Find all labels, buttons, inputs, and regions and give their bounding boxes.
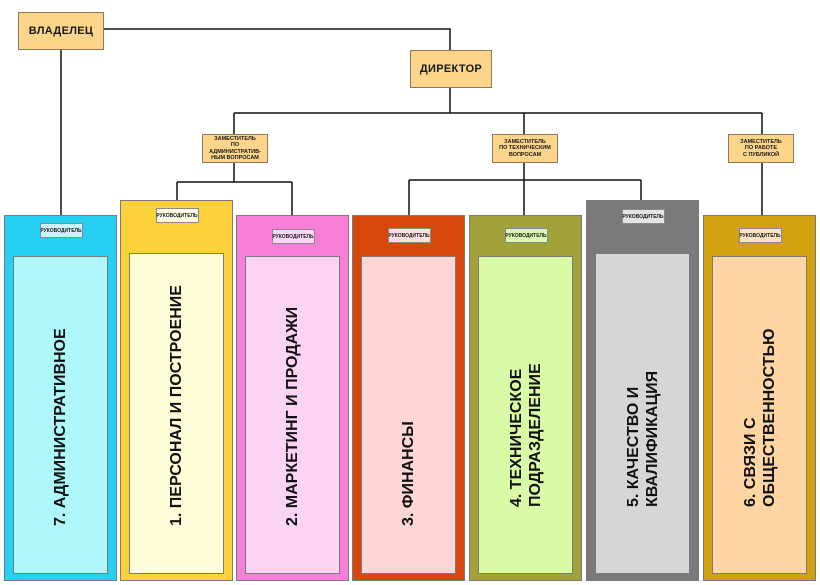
department-head-box: РУКОВОДИТЕЛЬ	[621, 209, 665, 224]
department-title-line: ОБЩЕСТВЕННОСТЬЮ	[760, 328, 778, 507]
deputy-tech-line-3: ВОПРОСАМ	[508, 151, 542, 158]
department-title: 1. ПЕРСОНАЛ И ПОСТРОЕНИЕ	[167, 285, 186, 526]
deputy-admin-line-1: ЗАМЕСТИТЕЛЬ	[214, 135, 256, 142]
department-title: 3. ФИНАНСЫ	[399, 421, 418, 526]
deputy-public-box: ЗАМЕСТИТЕЛЬ ПО РАБОТЕ С ПУБЛИКОЙ	[728, 134, 794, 163]
department-title-line: 2. МАРКЕТИНГ И ПРОДАЖИ	[284, 306, 301, 526]
department-panel: 1. ПЕРСОНАЛ И ПОСТРОЕНИЕ	[129, 253, 224, 574]
owner-director-link	[104, 28, 451, 50]
owner-label: ВЛАДЕЛЕЦ	[28, 25, 94, 37]
department-head-box: РУКОВОДИТЕЛЬ	[504, 228, 548, 243]
department-title: 2. МАРКЕТИНГ И ПРОДАЖИ	[283, 307, 302, 526]
deputy-public-line-1: ЗАМЕСТИТЕЛЬ	[740, 138, 782, 145]
deputy-tech-line-2: ПО ТЕХНИЧЕСКИМ	[499, 145, 551, 152]
deputy-admin-box: ЗАМЕСТИТЕЛЬ ПО АДМИНИСТРАТИВ- НЫМ ВОПРОС…	[202, 134, 268, 163]
department-title-line: 7. АДМИНИСТРАТИВНОЕ	[52, 328, 69, 526]
owner-box: ВЛАДЕЛЕЦ	[18, 12, 104, 50]
deputy-tech-line-1: ЗАМЕСТИТЕЛЬ	[504, 138, 546, 145]
department-panel: 3. ФИНАНСЫ	[361, 256, 456, 574]
deputy-tech-box: ЗАМЕСТИТЕЛЬ ПО ТЕХНИЧЕСКИМ ВОПРОСАМ	[492, 134, 558, 163]
deputy-admin-line-3: НЫМ ВОПРОСАМ	[211, 155, 259, 161]
department-title: 7. АДМИНИСТРАТИВНОЕ	[51, 328, 70, 526]
department-d7: РУКОВОДИТЕЛЬ 7. АДМИНИСТРАТИВНОЕ	[4, 215, 117, 581]
director-label: ДИРЕКТОР	[419, 63, 483, 75]
department-title-line: 3. ФИНАНСЫ	[400, 421, 417, 526]
department-panel: 2. МАРКЕТИНГ И ПРОДАЖИ	[245, 256, 340, 574]
department-title-line: 4. ТЕХНИЧЕСКОЕ	[507, 368, 525, 507]
department-d2: РУКОВОДИТЕЛЬ 2. МАРКЕТИНГ И ПРОДАЖИ	[236, 215, 349, 581]
deputy-admin-line-2: ПО АДМИНИСТРАТИВ-	[209, 142, 261, 155]
department-panel: 7. АДМИНИСТРАТИВНОЕ	[13, 256, 108, 574]
department-title-line: 1. ПЕРСОНАЛ И ПОСТРОЕНИЕ	[168, 285, 185, 526]
department-title-line: 5. КАЧЕСТВО И	[624, 386, 642, 507]
department-head-box: РУКОВОДИТЕЛЬ	[738, 228, 782, 243]
department-head-box: РУКОВОДИТЕЛЬ	[271, 229, 315, 244]
department-d3: РУКОВОДИТЕЛЬ 3. ФИНАНСЫ	[352, 215, 465, 581]
department-d1: РУКОВОДИТЕЛЬ 1. ПЕРСОНАЛ И ПОСТРОЕНИЕ	[120, 200, 233, 581]
department-head-box: РУКОВОДИТЕЛЬ	[387, 228, 431, 243]
department-title-line: КВАЛИФИКАЦИЯ	[643, 370, 661, 507]
department-title-line: ПОДРАЗДЕЛЕНИЕ	[526, 363, 544, 507]
deputy-public-line-2: ПО РАБОТЕ	[744, 145, 778, 152]
director-box: ДИРЕКТОР	[410, 50, 492, 88]
department-title-line: 6. СВЯЗИ С	[741, 417, 759, 507]
deputy-public-line-3: С ПУБЛИКОЙ	[742, 151, 780, 158]
department-head-box: РУКОВОДИТЕЛЬ	[155, 208, 199, 223]
department-head-box: РУКОВОДИТЕЛЬ	[39, 223, 83, 238]
